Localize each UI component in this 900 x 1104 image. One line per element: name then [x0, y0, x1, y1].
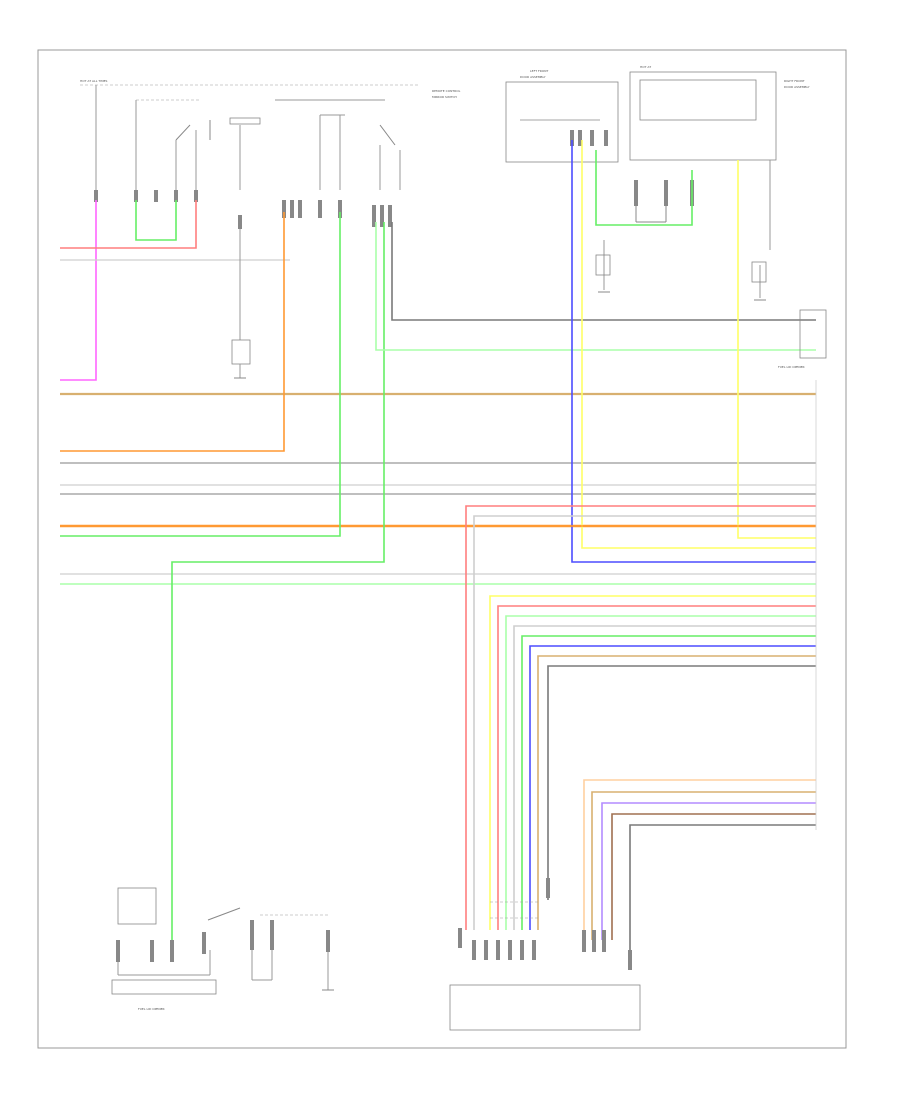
hot-label: HOT AT ALL TIMES: [80, 79, 108, 83]
wire-green-loop: [135, 200, 177, 241]
right-front-door-assembly: HOT AT RIGHT FRONT DOOR ASSEMBLY: [629, 65, 810, 206]
wire-yellow-b: [737, 160, 816, 539]
svg-text:FUEL LID OPENER: FUEL LID OPENER: [138, 1007, 165, 1011]
svg-text:RIGHT FRONT: RIGHT FRONT: [784, 79, 805, 83]
svg-text:LEFT FRONT: LEFT FRONT: [530, 69, 548, 73]
svg-text:DOOR ASSEMBLY: DOOR ASSEMBLY: [520, 75, 546, 79]
svg-text:MIRROR SWITCH: MIRROR SWITCH: [432, 95, 457, 99]
mirror-switch-label: REMOTE CONTROL: [432, 89, 461, 93]
left-front-door-assembly: LEFT FRONT DOOR ASSEMBLY: [505, 69, 619, 163]
bundle-lower-right: [583, 779, 816, 960]
power-window-master-switch: [449, 878, 641, 1031]
ground-door-right: [751, 261, 767, 301]
wire-red: [60, 200, 197, 249]
svg-text:FUEL LID OPENER: FUEL LID OPENER: [778, 365, 805, 369]
diagram-frame: [37, 49, 847, 1049]
ground-left: [231, 229, 251, 379]
svg-text:HOT AT: HOT AT: [640, 65, 651, 69]
fuel-lid-opener-switch: FUEL LID OPENER: [778, 309, 827, 369]
ground-door-left: [595, 240, 611, 293]
wire-pink: [60, 200, 97, 381]
top-left-supply: HOT AT ALL TIMES REMOTE CONTROL MIRROR S…: [80, 79, 461, 190]
wire-green-long: [171, 222, 385, 950]
wire-yellow-a: [581, 140, 816, 549]
wire-green-a: [60, 212, 341, 537]
bottom-left-switches: FUEL LID OPENER: [111, 887, 334, 1011]
wire-gray-fuel: [391, 222, 816, 321]
wire-lgreen-fuel: [375, 222, 816, 351]
svg-text:DOOR ASSEMBLY: DOOR ASSEMBLY: [784, 85, 810, 89]
wire-orange-upper: [60, 212, 285, 452]
connector-row-top: [94, 190, 392, 229]
bundle-right: [465, 505, 816, 930]
wire-green-door: [595, 150, 693, 226]
wire-blue: [571, 140, 816, 563]
